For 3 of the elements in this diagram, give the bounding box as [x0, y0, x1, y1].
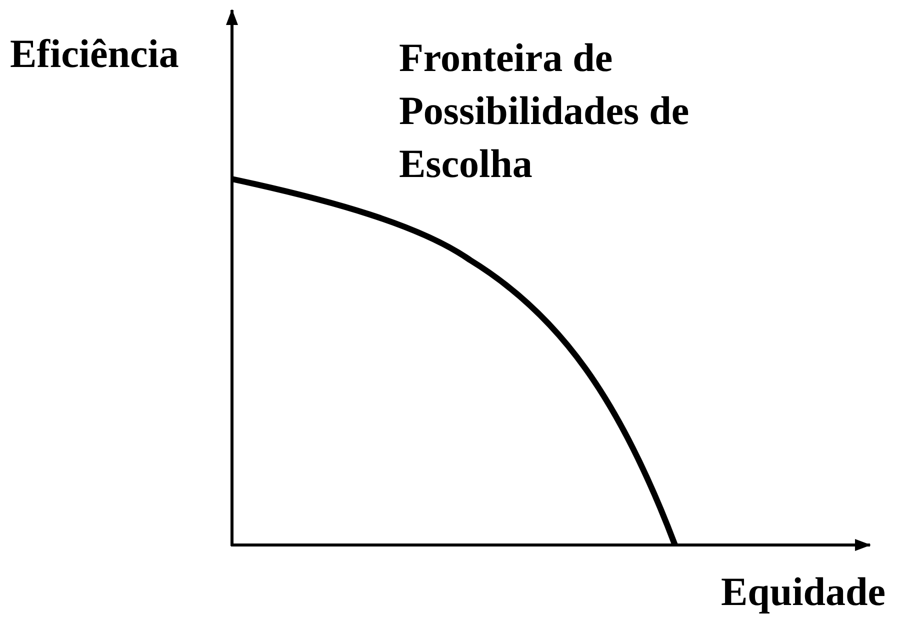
axis-label: Eficiência — [10, 30, 180, 78]
curve-label: Fronteira de Possibilidades de Escolha — [399, 34, 690, 188]
axis-label: Equidade — [721, 568, 887, 616]
